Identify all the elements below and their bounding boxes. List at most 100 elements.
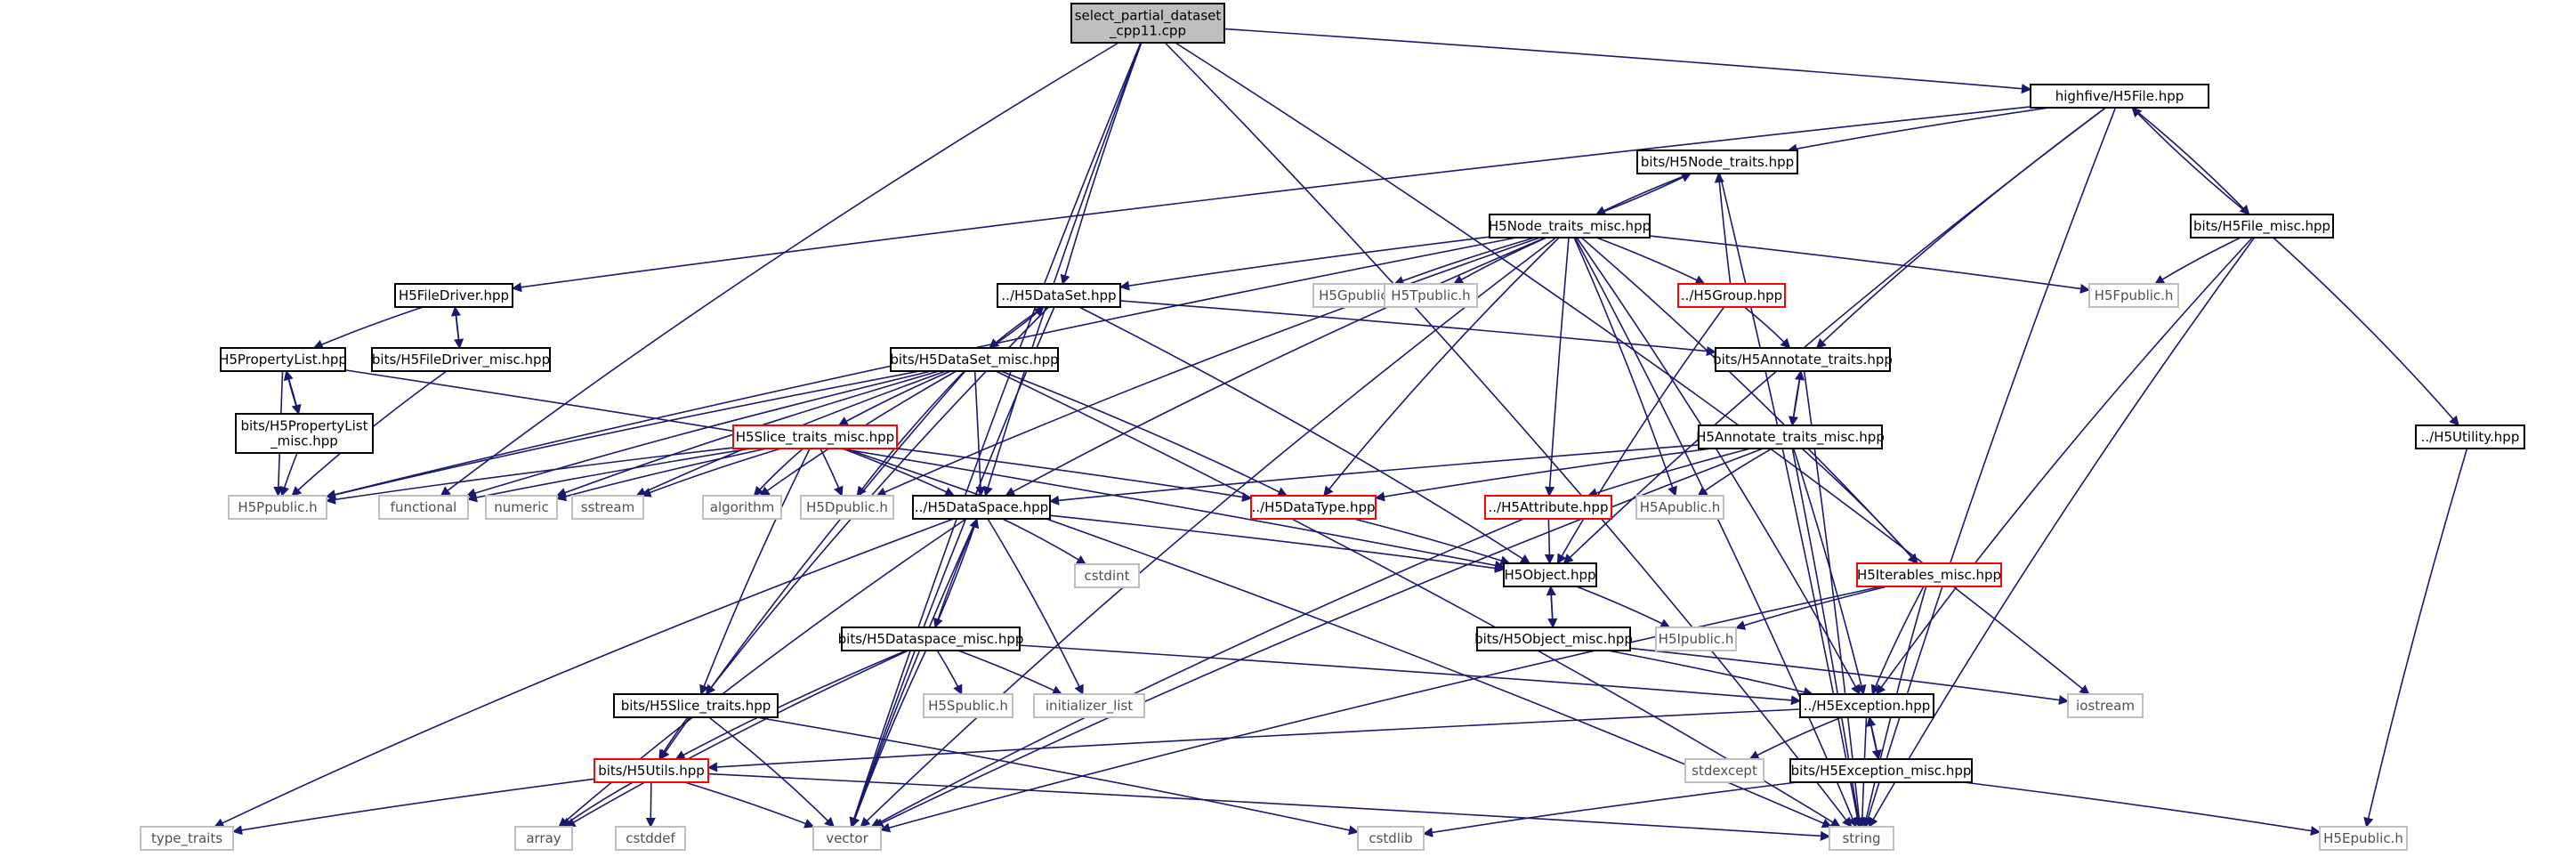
node-proplist[interactable]: H5PropertyList.hpp xyxy=(219,347,347,372)
node-annotatemisc[interactable]: H5Annotate_traits_misc.hpp xyxy=(1696,424,1885,449)
node-box xyxy=(841,627,1021,651)
node-datasetmisc[interactable]: bits/H5DataSet_misc.hpp xyxy=(890,347,1059,372)
edge-root-to-dataset xyxy=(1060,42,1143,286)
edge-datatype-to-object xyxy=(1353,518,1511,566)
edge-datasetmisc-to-dataset xyxy=(989,306,1045,349)
node-exceptionmisc[interactable]: bits/H5Exception_misc.hpp xyxy=(1789,758,1973,783)
edge-group-to-annotatetraits xyxy=(1743,306,1791,349)
edge-datasetmisc-to-datatype xyxy=(1000,370,1288,497)
node-label: sstream xyxy=(581,499,634,515)
edge-dataspacemisc-to-h5spublic xyxy=(936,650,963,696)
edge-proplistmisc-to-h5ppublic xyxy=(279,452,298,497)
node-object[interactable]: H5Object.hpp xyxy=(1503,562,1597,587)
node-exception[interactable]: ../H5Exception.hpp xyxy=(1799,693,1934,718)
node-label: cstdlib xyxy=(1369,830,1412,846)
edge-h5file-to-filedriver xyxy=(511,106,2031,293)
node-label: bits/H5PropertyList xyxy=(241,418,368,434)
node-filedriver[interactable]: H5FileDriver.hpp xyxy=(394,283,513,308)
node-label: H5Epublic.h xyxy=(2323,830,2403,846)
edge-nodetraitsmisc-to-h5apublic xyxy=(1573,237,1677,497)
node-label: H5Spublic.h xyxy=(928,698,1008,714)
node-box xyxy=(1357,826,1425,851)
node-h5file[interactable]: highfive/H5File.hpp xyxy=(2030,84,2209,109)
node-nodetraitsmisc[interactable]: H5Node_traits_misc.hpp xyxy=(1489,214,1651,239)
node-objectmisc[interactable]: bits/H5Object_misc.hpp xyxy=(1474,627,1633,651)
node-box xyxy=(1677,283,1786,308)
node-label: algorithm xyxy=(710,499,774,515)
edge-root-to-functional xyxy=(440,42,1119,497)
node-box xyxy=(1698,424,1883,449)
node-box xyxy=(371,347,551,372)
node-label: H5PropertyList.hpp xyxy=(219,352,347,368)
edge-nodetraits-to-string xyxy=(1718,173,1862,829)
node-box xyxy=(1384,283,1478,308)
node-utils[interactable]: bits/H5Utils.hpp xyxy=(594,758,709,783)
node-label: H5Dpublic.h xyxy=(806,499,888,515)
edge-dataspacemisc-to-vector xyxy=(850,650,927,829)
node-label: H5Tpublic.h xyxy=(1391,287,1470,303)
node-label: select_partial_dataset xyxy=(1075,8,1222,25)
dependency-edges xyxy=(214,28,2468,841)
edge-exception-to-utils xyxy=(707,708,1801,772)
node-box xyxy=(594,758,709,783)
edge-slicetraitsmisc-to-dataspace xyxy=(842,448,956,497)
edge-annotatemisc-to-vector xyxy=(873,448,1764,828)
node-label: ../H5DataType.hpp xyxy=(1252,499,1376,515)
node-attribute[interactable]: ../H5Attribute.hpp xyxy=(1484,495,1612,520)
node-box xyxy=(378,495,469,520)
node-h5fpublic: H5Fpublic.h xyxy=(2088,283,2179,308)
node-filedrivermisc[interactable]: bits/H5FileDriver_misc.hpp xyxy=(371,347,551,372)
edge-nodetraits-to-nodetraitsmisc xyxy=(1595,173,1692,215)
node-box xyxy=(702,495,782,520)
edge-filedriver-to-proplist xyxy=(312,306,424,350)
node-box xyxy=(923,693,1013,718)
node-dataspace[interactable]: ../H5DataSpace.hpp xyxy=(912,495,1051,520)
edge-datasetmisc-to-functional xyxy=(465,370,932,498)
edge-annotatemisc-to-h5apublic xyxy=(1697,448,1773,497)
node-datatype[interactable]: ../H5DataType.hpp xyxy=(1250,495,1377,520)
node-h5apublic: H5Apublic.h xyxy=(1635,495,1724,520)
node-box xyxy=(394,283,513,308)
node-dataset[interactable]: ../H5DataSet.hpp xyxy=(997,283,1121,308)
node-label: ../H5Group.hpp xyxy=(1681,287,1782,303)
node-box xyxy=(2067,693,2144,718)
node-dataspacemisc[interactable]: bits/H5Dataspace_misc.hpp xyxy=(838,627,1024,651)
node-label: H5Annotate_traits_misc.hpp xyxy=(1696,429,1885,446)
node-slicetraitsmisc[interactable]: H5Slice_traits_misc.hpp xyxy=(732,424,898,449)
edge-annotatemisc-to-datatype xyxy=(1374,448,1712,502)
node-box xyxy=(1489,214,1651,239)
node-group[interactable]: ../H5Group.hpp xyxy=(1677,283,1786,308)
node-label: ../H5Utility.hpp xyxy=(2421,429,2520,445)
edge-nodetraitsmisc-to-string xyxy=(1574,237,1858,829)
node-label: string xyxy=(1842,830,1880,846)
node-sstream: sstream xyxy=(571,495,644,520)
node-root[interactable]: select_partial_dataset_cpp11.cpp xyxy=(1070,3,1225,44)
node-box xyxy=(485,495,558,520)
node-functional: functional xyxy=(378,495,469,520)
edge-nodetraitsmisc-to-exception xyxy=(1576,237,1861,695)
edge-attribute-to-vector xyxy=(870,518,1524,828)
node-annotatetraits[interactable]: bits/H5Annotate_traits.hpp xyxy=(1713,347,1893,372)
node-label: H5Slice_traits_misc.hpp xyxy=(736,429,894,446)
node-utility[interactable]: ../H5Utility.hpp xyxy=(2415,424,2525,449)
edge-annotatemisc-to-annotatetraits xyxy=(1791,369,1805,426)
edge-exceptionmisc-to-cstdlib xyxy=(1422,781,1797,837)
node-slicetraits[interactable]: bits/H5Slice_traits.hpp xyxy=(613,693,779,718)
node-cstdint: cstdint xyxy=(1074,563,1140,588)
edge-nodetraitsmisc-to-group xyxy=(1596,237,1706,285)
node-box xyxy=(800,495,894,520)
node-box xyxy=(2319,826,2408,851)
edge-filedrivermisc-to-filedriver xyxy=(450,305,461,349)
edge-annotatemisc-to-dataspace xyxy=(1048,444,1700,505)
node-label: bits/H5Slice_traits.hpp xyxy=(621,698,771,715)
node-nodetraits[interactable]: bits/H5Node_traits.hpp xyxy=(1636,150,1798,174)
edge-iterablesmisc-to-vector xyxy=(879,586,1882,833)
edge-utils-to-cstddef xyxy=(645,781,656,829)
edge-annotatemisc-to-iterablesmisc xyxy=(1801,448,1918,564)
node-label: _cpp11.cpp xyxy=(1109,23,1186,40)
edge-group-to-nodetraits xyxy=(1714,172,1732,285)
node-iterablesmisc[interactable]: H5Iterables_misc.hpp xyxy=(1856,562,2002,587)
edge-dataspacemisc-to-utils xyxy=(674,650,907,760)
node-proplistmisc[interactable]: bits/H5PropertyList_misc.hpp xyxy=(235,413,374,454)
node-filemisc[interactable]: bits/H5File_misc.hpp xyxy=(2190,214,2334,239)
